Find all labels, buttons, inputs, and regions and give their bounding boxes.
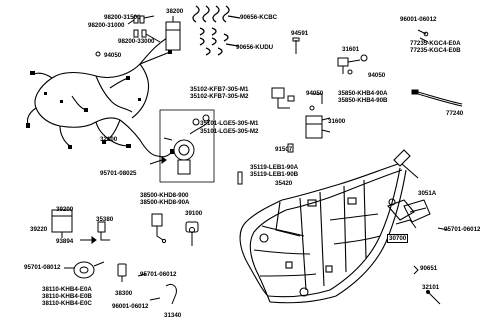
- part-98200-31500[interactable]: 98200-31500: [104, 14, 141, 21]
- part-94050-mid[interactable]: 94050: [306, 90, 324, 97]
- part-94050-left[interactable]: 94050: [104, 52, 122, 59]
- part-35420[interactable]: 35420: [275, 180, 293, 187]
- ignition-switch-35101: [159, 109, 215, 183]
- buzzer-39100: [185, 221, 199, 246]
- part-31601[interactable]: 31601: [342, 46, 360, 53]
- part-35380[interactable]: 35380: [96, 216, 114, 223]
- bolt-95701-08025: [149, 156, 167, 165]
- switch-35119: [237, 171, 243, 185]
- part-35102-kfb7-305-m2[interactable]: 35102-KFB7-305-M2: [190, 93, 249, 100]
- part-95701-08012[interactable]: 95701-08012: [24, 264, 61, 271]
- sensor-30700: [395, 219, 417, 229]
- part-38200[interactable]: 38200: [166, 8, 184, 15]
- part-35850-khb4-90a[interactable]: 35850-KHB4-90A: [338, 90, 388, 97]
- bracket-31340: [149, 283, 177, 305]
- bolt-93894: [80, 236, 97, 244]
- part-90651[interactable]: 90651: [420, 265, 438, 272]
- harness-connectors: [26, 50, 174, 154]
- part-90656-kcbc[interactable]: 90656-KCBC: [240, 14, 278, 21]
- cable-32101: [426, 290, 441, 305]
- part-94591[interactable]: 94591: [291, 30, 309, 37]
- regulator-31601: [337, 54, 368, 74]
- clip-91507: [287, 143, 294, 153]
- bolt-95701-06012-mid: [137, 273, 147, 277]
- cable-77240: [411, 89, 463, 107]
- scooter-frame: [239, 149, 419, 304]
- part-38300[interactable]: 38300: [115, 290, 133, 297]
- part-31340[interactable]: 31340: [164, 312, 182, 319]
- flasher-38300: [117, 263, 127, 282]
- part-95701-06012-mid[interactable]: 95701-06012: [140, 271, 177, 278]
- part-98200-31000[interactable]: 98200-31000: [88, 22, 125, 29]
- part-35850-khb4-90b[interactable]: 35850-KHB4-90B: [338, 97, 388, 104]
- part-32101[interactable]: 32101: [422, 284, 440, 291]
- part-93894[interactable]: 93894: [56, 238, 74, 245]
- part-39220[interactable]: 39220: [30, 226, 48, 233]
- part-98200-33000[interactable]: 98200-33000: [118, 38, 155, 45]
- bolts-96001-top: [417, 29, 429, 43]
- part-39100[interactable]: 39100: [185, 210, 203, 217]
- cable-ties-90656: [192, 5, 241, 56]
- part-77235-kgc4-e0b[interactable]: 77235-KGC4-E0B: [410, 47, 461, 54]
- cover-3051a: [403, 199, 431, 223]
- part-91507[interactable]: 91507: [275, 146, 293, 153]
- module-39200: [51, 209, 73, 238]
- part-38110-khb4-e0a[interactable]: 38110-KHB4-E0A: [42, 286, 92, 293]
- part-96001-06012-top[interactable]: 96001-06012: [400, 16, 437, 23]
- part-35119-leb1-90a[interactable]: 35119-LEB1-90A: [250, 164, 299, 171]
- part-32100[interactable]: 32100: [100, 136, 118, 143]
- washers-94050: [95, 51, 353, 111]
- part-35102-kfb7-305-m1[interactable]: 35102-KFB7-305-M1: [190, 86, 249, 93]
- fuse-box-38200: [165, 16, 181, 51]
- part-3051a[interactable]: 3051A: [418, 190, 437, 197]
- part-96001-06012-bottom[interactable]: 96001-06012: [112, 303, 149, 310]
- relay-38500: [151, 213, 167, 244]
- bracket-35850: [312, 93, 323, 104]
- part-77235-kgc4-e0a[interactable]: 77235-KGC4-E0A: [410, 40, 461, 47]
- part-90656-kudu[interactable]: 90656-KUDU: [236, 44, 274, 51]
- part-95701-06012-right[interactable]: 95701-06012: [444, 226, 480, 233]
- part-38500-khd8-900[interactable]: 38500-KHD8-900: [140, 192, 189, 199]
- part-39200[interactable]: 39200: [56, 206, 74, 213]
- part-35101-lge5-305-m2[interactable]: 35101-LGE5-305-M2: [200, 128, 259, 135]
- bolt-94591: [292, 37, 300, 54]
- part-30700[interactable]: 30700: [387, 234, 409, 243]
- part-95701-08025[interactable]: 95701-08025: [100, 170, 137, 177]
- bolt-95701-06012-right: [437, 227, 449, 231]
- part-31600[interactable]: 31600: [328, 118, 346, 125]
- switch-35380: [97, 221, 110, 241]
- switch-35102: [271, 87, 295, 109]
- cdi-unit-31600: [305, 115, 331, 139]
- part-77240[interactable]: 77240: [446, 110, 464, 117]
- clip-90651: [413, 265, 419, 275]
- part-35119-leb1-90b[interactable]: 35119-LEB1-90B: [250, 171, 299, 178]
- part-35101-lge5-305-m1[interactable]: 35101-LGE5-305-M1: [200, 120, 259, 127]
- part-94050-right[interactable]: 94050: [368, 72, 386, 79]
- part-38110-khb4-e0b[interactable]: 38110-KHB4-E0B: [42, 293, 92, 300]
- part-38500-khd8-90a[interactable]: 38500-KHD8-90A: [140, 199, 190, 206]
- part-38110-khb4-e0c[interactable]: 38110-KHB4-E0C: [42, 300, 92, 307]
- fuse-set: [127, 15, 161, 43]
- horn-38110: [73, 261, 105, 279]
